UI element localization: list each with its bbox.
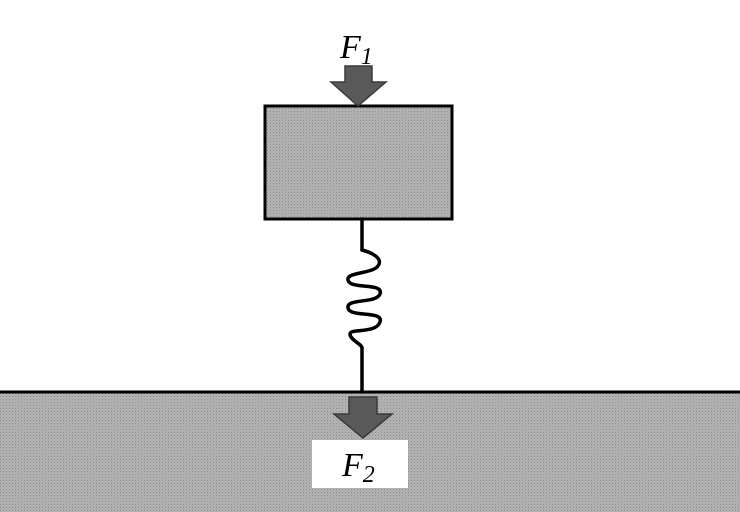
force-label-f2-letter: F — [341, 447, 364, 484]
force-label-f2-subscript: 2 — [363, 462, 375, 488]
force-label-f1-letter: F — [339, 29, 362, 66]
spring-coil — [346, 248, 382, 350]
mass-block — [263, 104, 454, 221]
spring — [346, 217, 382, 394]
force-arrow-f1 — [329, 65, 389, 107]
force-label-f1: F1 — [339, 29, 373, 70]
force-arrow-f2 — [331, 396, 395, 439]
force-label-f2: F2 — [341, 447, 375, 488]
force-label-f1-subscript: 1 — [361, 44, 373, 70]
force-label-f2-box — [312, 440, 408, 488]
